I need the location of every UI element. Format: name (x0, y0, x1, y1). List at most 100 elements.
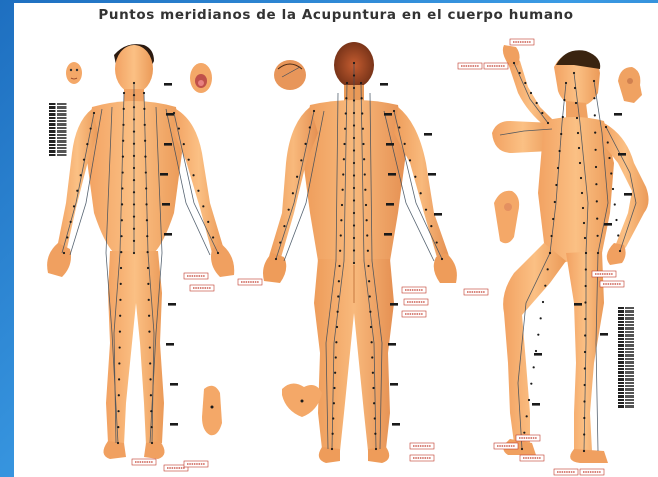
acupoint-marker (353, 87, 355, 89)
point-tag (170, 383, 178, 386)
acupoint-marker (183, 143, 185, 145)
acupoint-marker (361, 97, 363, 99)
legend-entry (49, 117, 71, 119)
acupoint-marker (148, 331, 150, 333)
acupoint-marker (133, 155, 135, 157)
acupoint-marker (584, 334, 586, 336)
acupoint-marker (353, 224, 355, 226)
legend-entry (49, 103, 71, 105)
acupoint-marker (414, 176, 416, 178)
mouth-detail (190, 63, 212, 93)
acupoint-marker (608, 157, 610, 159)
legend-entry (618, 310, 638, 312)
legend-entry (49, 130, 71, 132)
legend-entry (49, 137, 71, 139)
point-tag (434, 213, 442, 216)
acupoint-marker (533, 366, 535, 368)
acupoint-marker (292, 192, 294, 194)
acupoint-marker (584, 384, 586, 386)
acupoint-marker (607, 141, 609, 143)
acupoint-marker (374, 433, 376, 435)
acupoint-marker (73, 205, 75, 207)
acupoint-marker (551, 235, 553, 237)
acupoint-marker (594, 114, 596, 116)
acupuncture-poster: Puntos meridianos de la Acupuntura en el… (14, 3, 658, 477)
acupoint-marker (353, 124, 355, 126)
legend-entry (618, 399, 638, 401)
point-tag (614, 113, 622, 116)
acupoint-marker (541, 112, 543, 114)
point-tag (390, 383, 398, 386)
point-tag (168, 303, 176, 306)
acupoint-marker (151, 426, 153, 428)
acupoint-marker (597, 235, 599, 237)
acupoint-marker (409, 159, 411, 161)
legend-right (618, 307, 638, 409)
acupoint-marker (374, 417, 376, 419)
acupoint-marker (133, 94, 135, 96)
acupoint-marker (197, 190, 199, 192)
acupoint-marker (332, 417, 334, 419)
legend-entry (618, 351, 638, 353)
acupoint-marker (122, 156, 124, 158)
acupoint-marker (605, 126, 607, 128)
acupoint-marker (595, 166, 597, 168)
acupoint-marker (117, 442, 119, 444)
acupoint-marker (371, 341, 373, 343)
acupoint-marker (420, 192, 422, 194)
acupoint-marker (144, 140, 146, 142)
acupoint-marker (275, 258, 277, 260)
acupoint-marker (345, 97, 347, 99)
legend-entry (618, 368, 638, 370)
acupoint-marker (593, 97, 595, 99)
acupoint-marker (341, 204, 343, 206)
legend-entry (49, 106, 71, 108)
acupoint-marker (398, 126, 400, 128)
acupoint-marker (353, 112, 355, 114)
acupoint-marker (362, 128, 364, 130)
acupoint-marker (367, 250, 369, 252)
acupoint-marker (188, 159, 190, 161)
acupoint-marker (119, 315, 121, 317)
acupoint-marker (584, 318, 586, 320)
acupoint-marker (133, 82, 135, 84)
acupoint-marker (147, 267, 149, 269)
point-tag (162, 203, 170, 206)
acupoint-marker (573, 72, 575, 74)
legend-entry (618, 341, 638, 343)
point-tag (380, 83, 388, 86)
acupoint-marker (146, 219, 148, 221)
acupoint-marker (364, 173, 366, 175)
acupoint-marker (279, 241, 281, 243)
acupoint-marker (595, 183, 597, 185)
acupoint-marker (145, 187, 147, 189)
acupoint-marker (363, 158, 365, 160)
legend-entry (618, 327, 638, 329)
legend-entry (49, 123, 71, 125)
legend-entry (618, 354, 638, 356)
acupoint-marker (70, 221, 72, 223)
acupoint-marker (582, 207, 584, 209)
acupoint-marker (150, 394, 152, 396)
acupoint-marker (584, 351, 586, 353)
acupoint-marker (149, 378, 151, 380)
acupoint-marker (120, 251, 122, 253)
acupoint-marker (614, 203, 616, 205)
acupoint-marker (542, 301, 544, 303)
point-tag (388, 343, 396, 346)
head-top-detail (274, 60, 306, 90)
acupoint-marker (336, 326, 338, 328)
legend-entry (618, 321, 638, 323)
acupoint-marker (133, 118, 135, 120)
acupoint-marker (430, 225, 432, 227)
legend-entry (618, 331, 638, 333)
acupoint-marker (549, 252, 551, 254)
acupoint-marker (343, 143, 345, 145)
acupoint-marker (528, 399, 530, 401)
acupoint-marker (119, 346, 121, 348)
acupoint-marker (583, 417, 585, 419)
acupoint-marker (353, 162, 355, 164)
legend-entry (618, 334, 638, 336)
acupoint-marker (367, 265, 369, 267)
acupoint-marker (148, 299, 150, 301)
